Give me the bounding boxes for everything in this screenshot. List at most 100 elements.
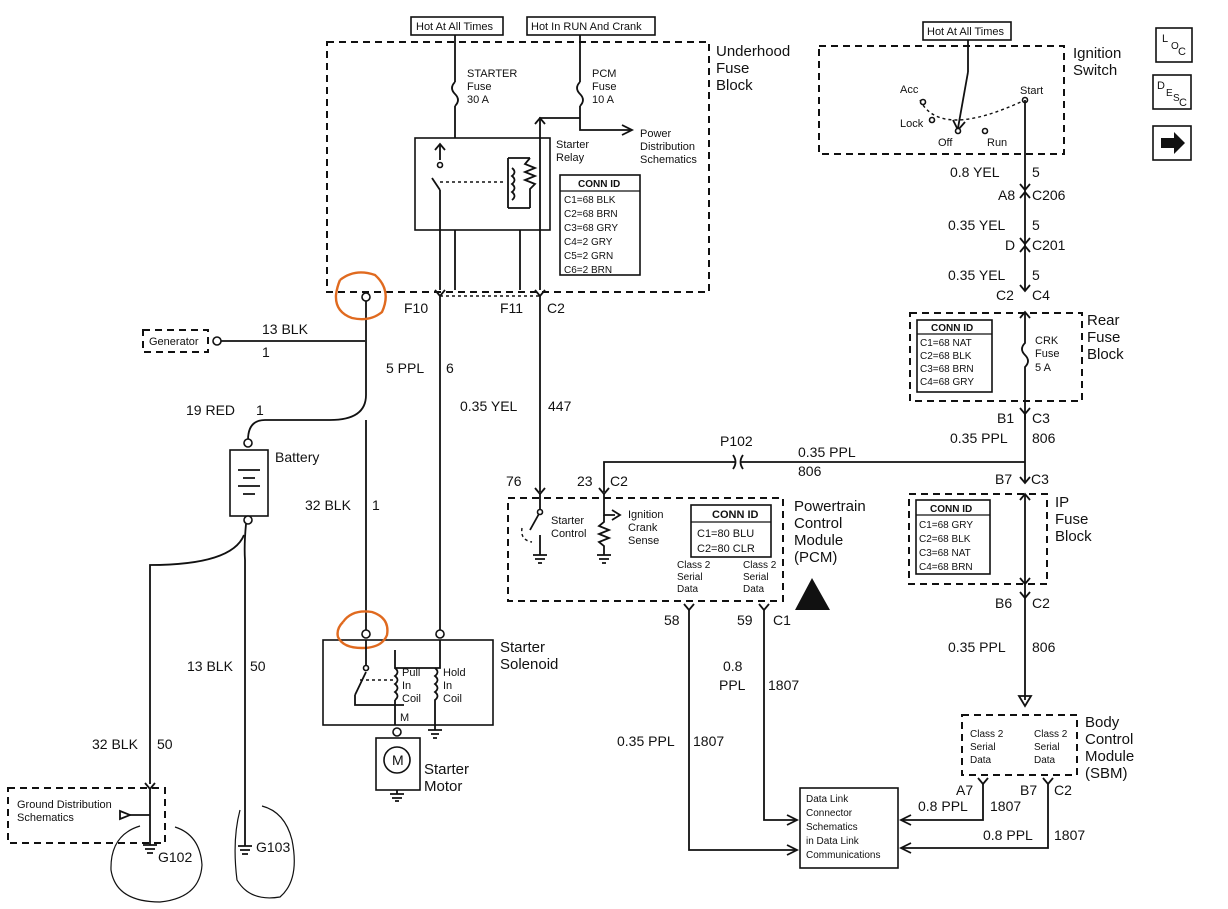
ignition-crank-label-3: Sense [628,535,659,547]
bcm-serial-right-2: Serial [1034,742,1060,753]
ignition-switch-arc [919,99,1026,121]
starter-motor-title-2: Motor [424,778,462,795]
pull-in-coil-wire [394,640,441,725]
power-dist-arrow-icon [621,124,635,136]
underhood-conn-row-6: C6=2 BRN [564,265,612,276]
hot-label-left: Hot At All Times [410,16,504,36]
pcm-title-1: Powertrain [794,498,866,515]
ignition-title-1: Ignition [1073,45,1121,62]
b7-connector [1019,476,1031,485]
pcm-conn-row-1: C1=80 BLU [697,528,754,540]
pcm-title-4: (PCM) [794,549,837,566]
ip-conn-row-3: C3=68 NAT [919,548,971,559]
dlc-line-3: Schematics [806,822,858,833]
dlc-line-1: Data Link [806,794,849,805]
c2c-label: C2 [1054,782,1072,798]
blk13b-size: 13 BLK [187,658,234,674]
loc-l: L [1162,33,1168,45]
bcm-serial-right-1: Class 2 [1034,729,1068,740]
rear-conn-row-4: C4=68 GRY [920,377,974,388]
underhood-conn-id-title: CONN ID [578,179,620,190]
c201-connector [1019,237,1031,253]
starter-control-contact [536,508,544,516]
pin76-label: 76 [506,473,522,489]
ppl08c-circuit: 1807 [1054,827,1085,843]
pcm-conn-id-box [690,504,772,558]
ignition-sense-ground-icon [597,554,611,564]
ppl035-circuit: 806 [798,463,822,479]
ignition-run-label: Run [987,137,1007,149]
solenoid-contact [362,664,370,672]
underhood-battery-stud [361,292,371,302]
pcm-c2-label: C2 [610,473,628,489]
next-button[interactable] [1152,125,1192,161]
yel035b-size: 0.35 YEL [948,267,1006,283]
blk13b-circuit: 50 [250,658,266,674]
battery-positive-wire [247,301,367,441]
ppl035c-size: 0.35 PPL [617,733,675,749]
c2-label: C2 [547,300,565,316]
ignition-switch-blade [957,71,969,129]
description-button[interactable]: D E S C [1152,74,1192,110]
bcm-serial-right-3: Data [1034,755,1056,766]
bcm-serial-left-3: Data [970,755,992,766]
esd-warning-icon [795,578,830,610]
a8-label: A8 [998,187,1015,203]
g102-ground-icon [143,844,157,854]
dlc-arrow-58-icon [786,844,800,856]
b6-connector [1019,591,1031,600]
starter-fuse-label-2: Fuse [467,81,491,93]
pcm-title-2: Control [794,515,842,532]
starter-control-label-2: Control [551,528,586,540]
pcm-fuse-label-1: PCM [592,68,616,80]
hot-label-run-crank: Hot In RUN And Crank [526,16,656,36]
c3b-label: C3 [1031,471,1049,487]
underhood-title-2: Fuse [716,60,749,77]
ip-fuse-title-2: Fuse [1055,511,1088,528]
starter-fuse-label-1: STARTER [467,68,517,80]
g103-label: G103 [256,839,290,855]
pull-in-label-1: Pull [402,667,420,679]
bcm-title-3: Module [1085,748,1134,765]
pcm-fuse-label-3: 10 A [592,94,615,106]
ppl806b-circuit: 806 [1032,639,1056,655]
starter-relay-box [414,137,551,231]
starter-motor-ground-icon [390,790,404,802]
rear-conn-id-title: CONN ID [931,323,973,334]
ppl08c-size: 0.8 PPL [983,827,1033,843]
solenoid-s-terminal [435,629,445,639]
ignition-off-label: Off [938,137,953,149]
rear-conn-row-1: C1=68 NAT [920,338,972,349]
relay-switch-blade [431,177,441,191]
relay-switch-contact [436,161,444,169]
ppl08b-size: 0.8 PPL [918,798,968,814]
starter-relay-label-2: Relay [556,152,585,164]
ppl08-circuit: 1807 [768,677,799,693]
location-button[interactable]: L O C [1155,27,1193,63]
b7-label: B7 [995,471,1012,487]
ignition-run-contact [981,127,989,135]
underhood-title-3: Block [716,77,753,94]
ppl035c-circuit: 1807 [693,733,724,749]
generator-outline [142,329,209,353]
pull-in-label-2: In [402,680,411,692]
bcm-title-4: (SBM) [1085,765,1128,782]
bcm-class2-wire-b7 [903,784,1049,849]
relay-output-wires [439,230,521,290]
ignition-sense-resistor-icon [596,515,612,555]
ip-conn-row-2: C2=68 BLK [919,534,971,545]
handdrawn-circle-g103 [234,805,295,899]
starter-motor-symbol: M [392,752,404,768]
solenoid-battery-stud [361,629,371,639]
ignition-lock-contact [928,116,936,124]
battery-ground-wire-g102 [149,534,245,784]
ip-conn-id-title: CONN ID [930,504,972,515]
rear-conn-row-2: C2=68 BLK [920,351,972,362]
starter-fuse-symbol [451,81,459,107]
starter-fuse-label-3: 30 A [467,94,490,106]
b7b-label: B7 [1020,782,1037,798]
underhood-fuse-block-outline [326,41,710,293]
starter-solenoid-box [322,639,494,726]
pin23-label: 23 [577,473,593,489]
